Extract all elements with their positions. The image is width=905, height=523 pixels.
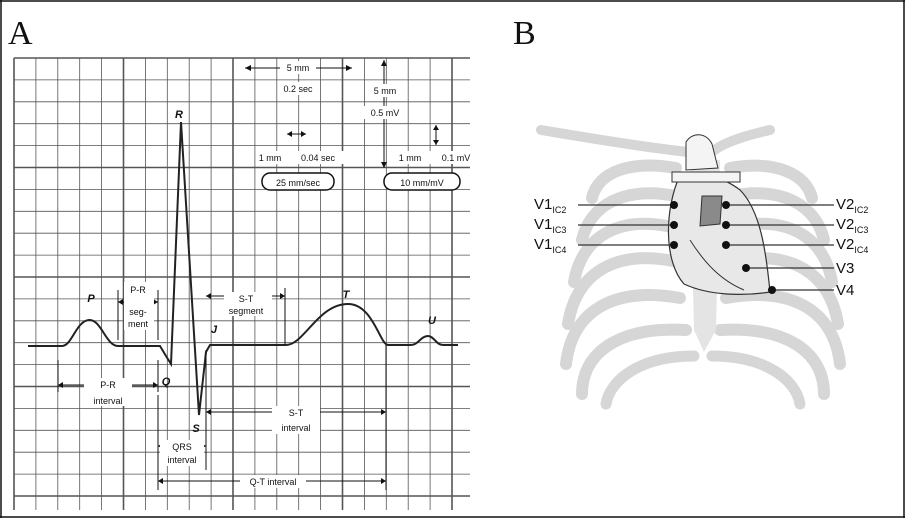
pr-segment-label-1: P-R — [130, 285, 146, 295]
electrode-v2-ic4 — [722, 241, 730, 249]
wave-u-label: U — [428, 315, 437, 327]
electrode-v3 — [742, 264, 750, 272]
wave-s-label: S — [192, 423, 200, 435]
cal-big-mv: 0.5 mV — [371, 108, 400, 118]
electrode-v1-ic4 — [670, 241, 678, 249]
cal-big-sec: 0.2 sec — [283, 84, 313, 94]
pr-interval-label-1: P-R — [100, 380, 116, 390]
cal-big-mm-v: 5 mm — [374, 86, 397, 96]
lead-label-v2-ic4: V2IC4 — [836, 236, 868, 255]
qrs-interval-label-1: QRS — [172, 442, 192, 452]
st-segment-label-2: segment — [229, 306, 264, 316]
cal-small-sec: 0.04 sec — [301, 153, 336, 163]
wave-j-label: J — [211, 324, 218, 336]
wave-r-label: R — [175, 109, 183, 121]
wave-q-label: Q — [162, 376, 171, 388]
st-interval-label-1: S-T — [289, 408, 304, 418]
wave-p-label: P — [87, 293, 95, 305]
electrode-v2-ic2 — [722, 201, 730, 209]
st-interval-label-2: interval — [281, 423, 310, 433]
cal-small-mm-v: 1 mm — [399, 153, 422, 163]
pr-segment-label-2: seg- — [129, 307, 147, 317]
heart — [668, 135, 770, 295]
pr-interval-label-2: interval — [93, 396, 122, 406]
cal-gain: 10 mm/mV — [400, 178, 444, 188]
electrode-v1-ic3 — [670, 221, 678, 229]
cal-speed: 25 mm/sec — [276, 178, 321, 188]
lead-label-v2-ic3: V2IC3 — [836, 216, 868, 235]
qt-interval-label: Q-T interval — [250, 477, 297, 487]
panel-a: A R P Q S J T U — [8, 15, 480, 510]
cal-small-mm: 1 mm — [259, 153, 282, 163]
cal-small-mv: 0.1 mV — [442, 153, 471, 163]
lead-label-v1-ic4: V1IC4 — [534, 236, 566, 255]
panel-b-letter: B — [513, 15, 536, 52]
cal-big-mm: 5 mm — [287, 63, 310, 73]
ecg-trace — [28, 122, 458, 415]
electrode-v2-ic3 — [722, 221, 730, 229]
ecg-grid — [14, 58, 470, 510]
lead-label-v1-ic3: V1IC3 — [534, 216, 566, 235]
electrode-v1-ic2 — [670, 201, 678, 209]
lead-label-v1-ic2: V1IC2 — [534, 196, 566, 215]
qrs-interval-label-2: interval — [167, 455, 196, 465]
lead-label-v3: V3 — [836, 260, 854, 277]
lead-label-v4: V4 — [836, 282, 854, 299]
pr-segment-label-3: ment — [128, 319, 149, 329]
panel-b: B — [513, 15, 868, 404]
st-segment-label-1: S-T — [239, 294, 254, 304]
panel-a-letter: A — [8, 15, 33, 52]
electrode-v4 — [768, 286, 776, 294]
lead-label-v2-ic2: V2IC2 — [836, 196, 868, 215]
